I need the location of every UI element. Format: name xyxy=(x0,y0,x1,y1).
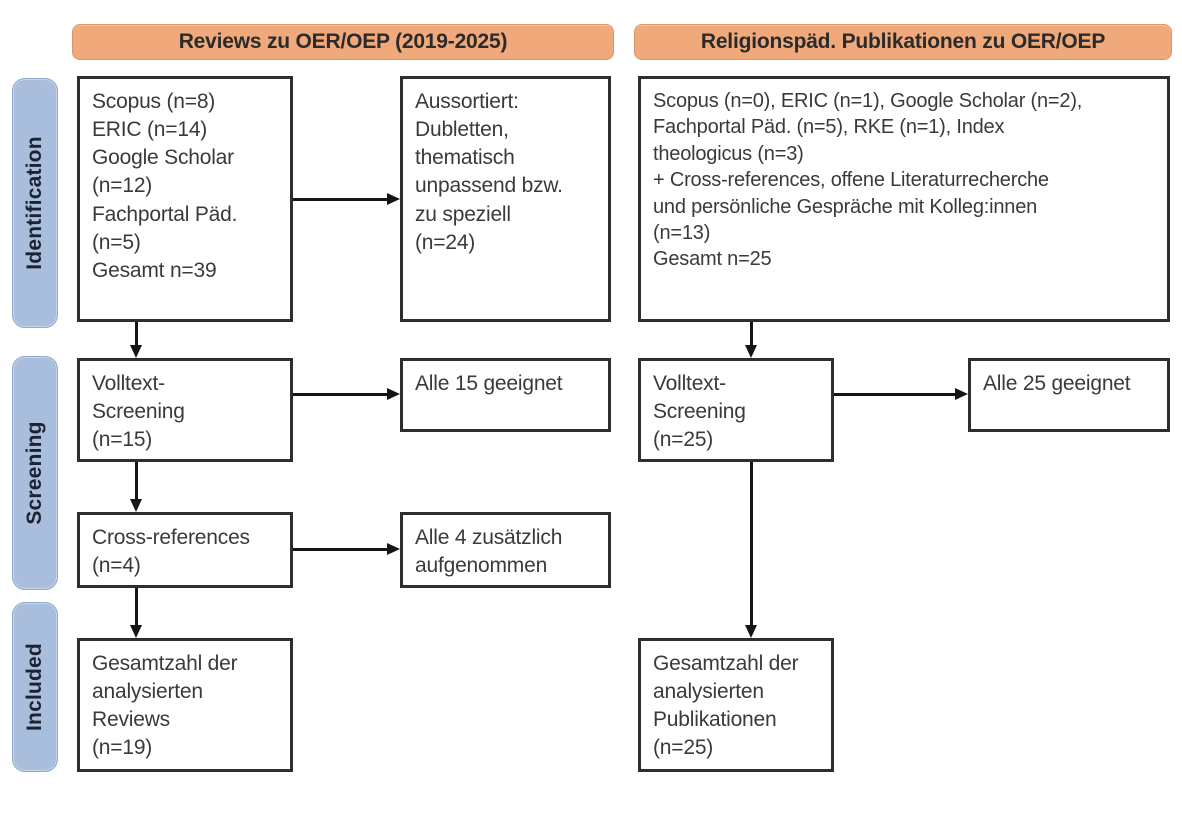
box-right-fulltext-screening-text: Volltext- Screening (n=25) xyxy=(653,372,746,452)
box-left-all-eligible-text: Alle 15 geeignet xyxy=(415,372,563,395)
box-left-identification-sources: Scopus (n=8) ERIC (n=14) Google Scholar … xyxy=(77,76,293,322)
stage-label-screening: Screening xyxy=(23,421,46,525)
arrow-right-screening-to-included xyxy=(745,462,757,638)
arrow-cross-references-to-included xyxy=(130,588,142,638)
box-left-excluded-text: Aussortiert: Dubletten, thematisch unpas… xyxy=(415,90,563,254)
column-header-reviews: Reviews zu OER/OEP (2019-2025) xyxy=(72,24,614,60)
box-left-cross-references: Cross-references (n=4) xyxy=(77,512,293,588)
stage-label-identification: Identification xyxy=(23,136,46,270)
box-left-included-total-text: Gesamtzahl der analysierten Reviews (n=1… xyxy=(92,652,238,760)
box-right-included-total-text: Gesamtzahl der analysierten Publikatione… xyxy=(653,652,799,760)
box-left-cross-added: Alle 4 zusätzlich aufgenommen xyxy=(400,512,611,588)
arrow-left-identification-to-screening xyxy=(130,322,142,358)
arrow-cross-references-to-added xyxy=(293,543,400,555)
box-left-included-total: Gesamtzahl der analysierten Reviews (n=1… xyxy=(77,638,293,772)
column-header-religionspaed-label: Religionspäd. Publikationen zu OER/OEP xyxy=(700,30,1106,53)
box-left-identification-sources-text: Scopus (n=8) ERIC (n=14) Google Scholar … xyxy=(92,90,238,282)
box-left-cross-references-text: Cross-references (n=4) xyxy=(92,526,250,578)
stage-bar-identification: Identification xyxy=(12,78,58,328)
stage-bar-included: Included xyxy=(12,602,58,772)
stage-bar-screening: Screening xyxy=(12,356,58,590)
arrow-left-screening-to-eligible xyxy=(293,388,400,400)
box-right-identification-sources-text: Scopus (n=0), ERIC (n=1), Google Scholar… xyxy=(653,90,1083,271)
column-header-reviews-label: Reviews zu OER/OEP (2019-2025) xyxy=(178,30,508,53)
box-left-excluded: Aussortiert: Dubletten, thematisch unpas… xyxy=(400,76,611,322)
box-right-all-eligible: Alle 25 geeignet xyxy=(968,358,1170,432)
box-right-all-eligible-text: Alle 25 geeignet xyxy=(983,372,1131,395)
box-left-fulltext-screening: Volltext- Screening (n=15) xyxy=(77,358,293,462)
box-right-fulltext-screening: Volltext- Screening (n=25) xyxy=(638,358,834,462)
arrow-left-identification-to-excluded xyxy=(293,193,400,205)
box-right-identification-sources: Scopus (n=0), ERIC (n=1), Google Scholar… xyxy=(638,76,1170,322)
column-header-religionspaed: Religionspäd. Publikationen zu OER/OEP xyxy=(634,24,1172,60)
box-right-included-total: Gesamtzahl der analysierten Publikatione… xyxy=(638,638,834,772)
box-left-cross-added-text: Alle 4 zusätzlich aufgenommen xyxy=(415,526,563,578)
stage-label-included: Included xyxy=(23,643,46,731)
arrow-right-screening-to-eligible xyxy=(834,388,968,400)
arrow-right-identification-to-screening xyxy=(745,322,757,358)
arrow-left-screening-to-cross-references xyxy=(130,462,142,512)
box-left-fulltext-screening-text: Volltext- Screening (n=15) xyxy=(92,372,185,452)
box-left-all-eligible: Alle 15 geeignet xyxy=(400,358,611,432)
